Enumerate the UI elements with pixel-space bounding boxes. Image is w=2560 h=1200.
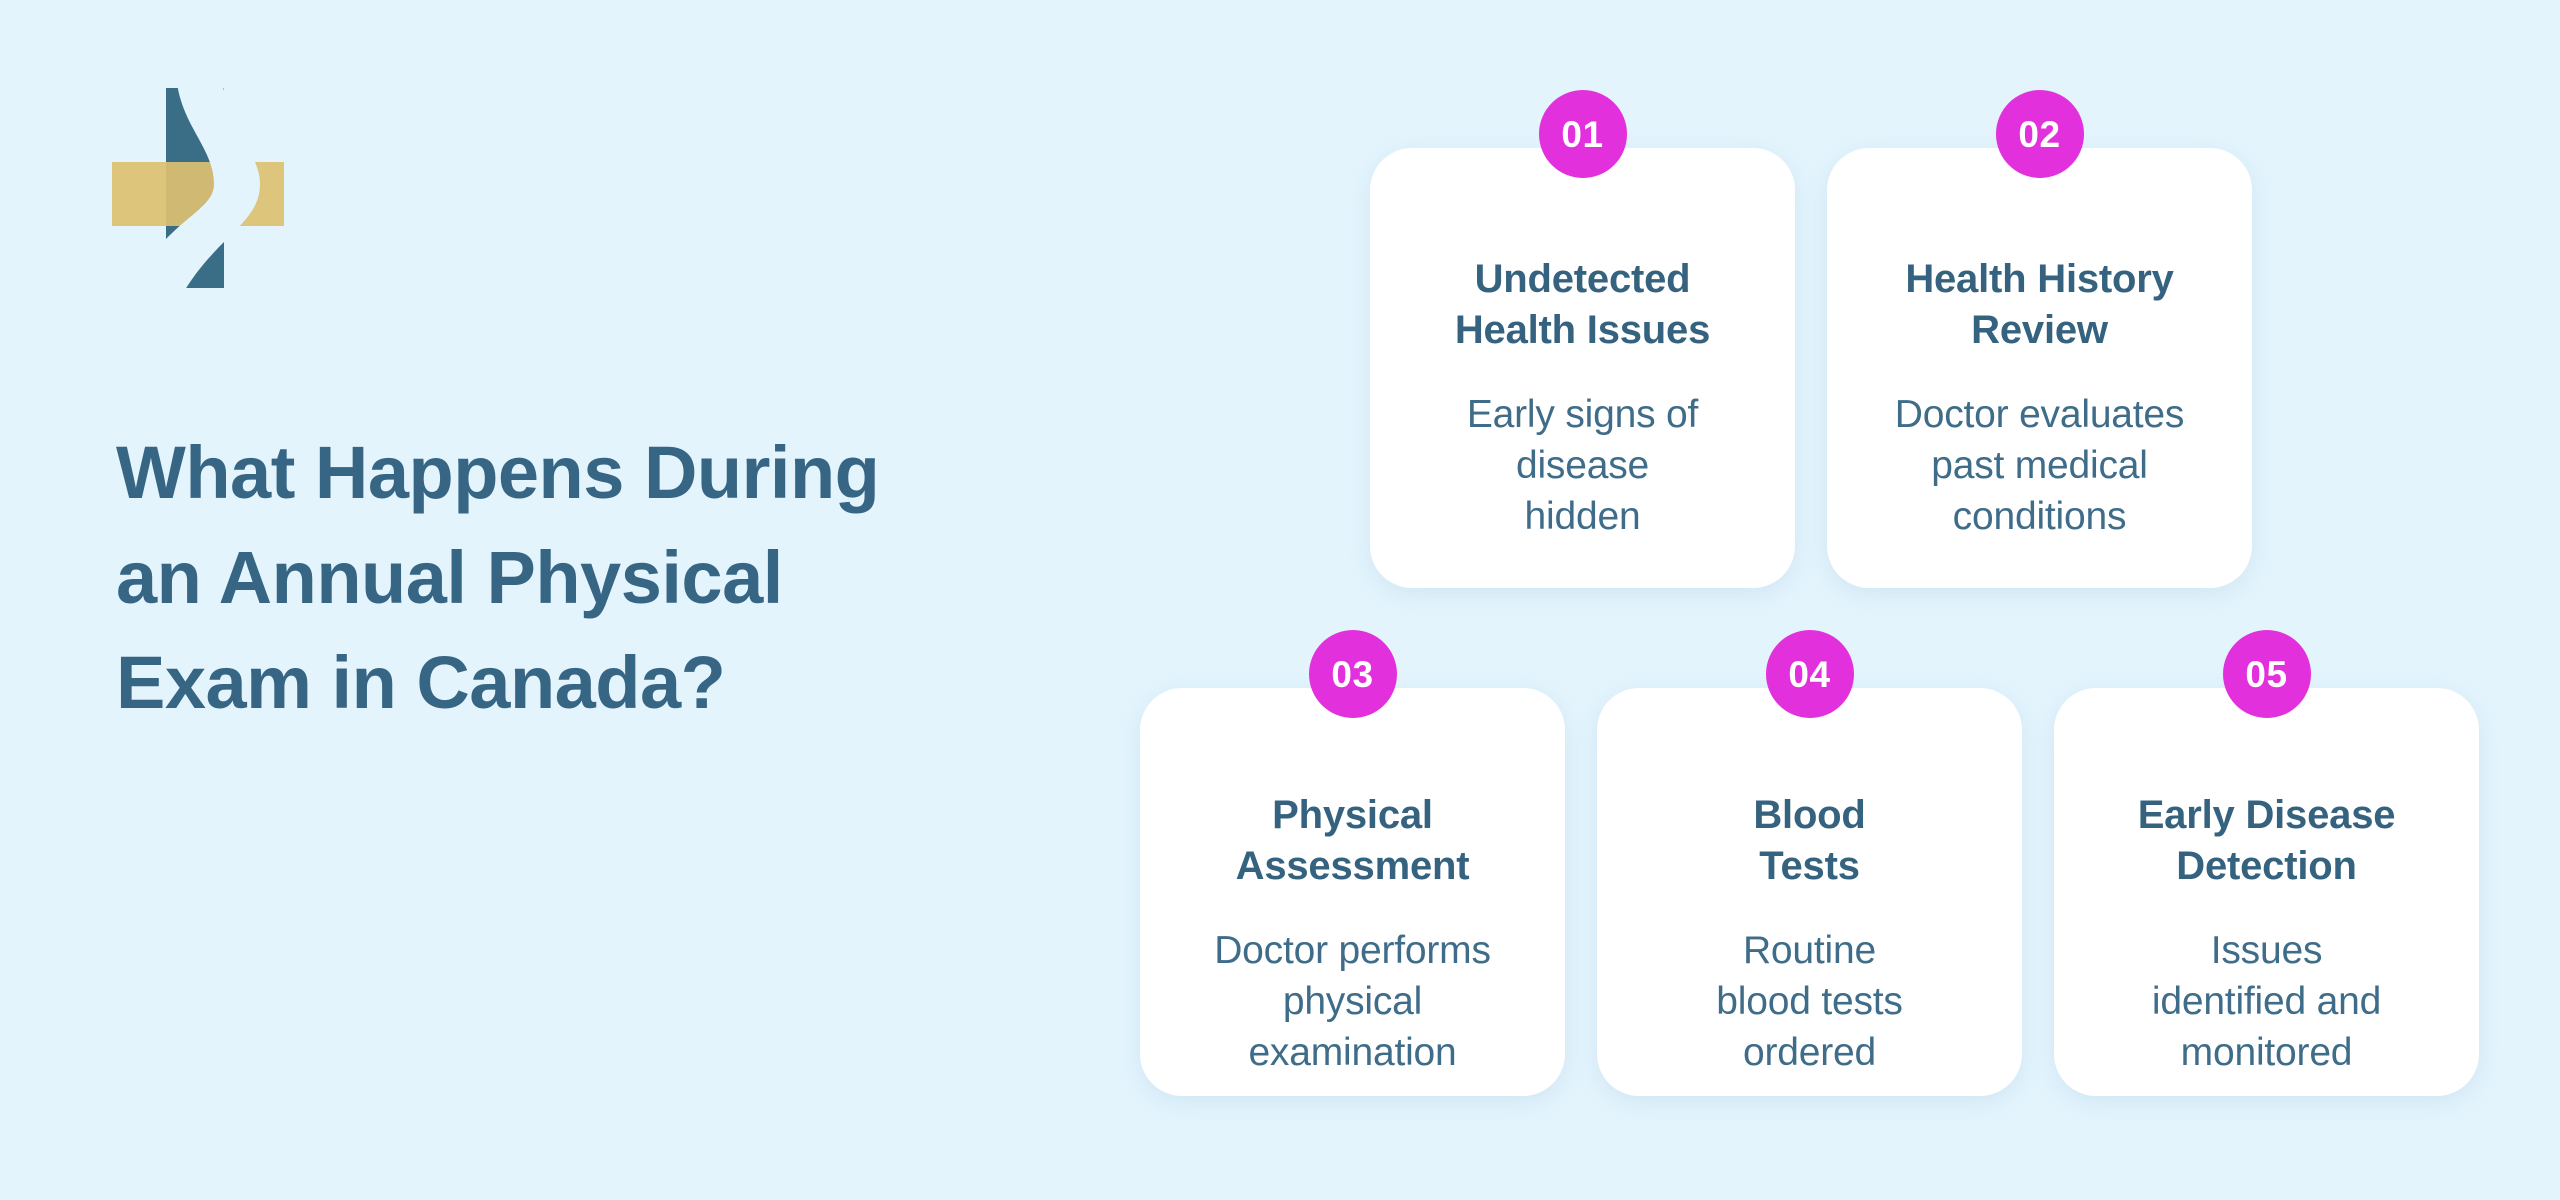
- steps-row-top: 01 Undetected Health Issues Early signs …: [1370, 90, 2252, 588]
- step-desc-line: Routine: [1742, 929, 1876, 973]
- step-desc-line: monitored: [2180, 1030, 2353, 1074]
- step-card-05[interactable]: 05 Early Disease Detection Issues identi…: [2054, 630, 2479, 1096]
- step-title-line: Health History: [1905, 257, 2174, 301]
- step-card-02[interactable]: 02 Health History Review Doctor evaluate…: [1827, 90, 2252, 588]
- step-card-04[interactable]: 04 Blood Tests Routine blood tests order…: [1597, 630, 2022, 1096]
- step-title-04: Blood Tests: [1753, 790, 1866, 892]
- step-badge-02: 02: [1995, 90, 2084, 178]
- step-desc-01: Early signs of disease hidden: [1467, 390, 1698, 542]
- step-desc-line: Issues: [2210, 929, 2323, 973]
- step-title-05: Early Disease Detection: [2138, 790, 2396, 892]
- step-title-line: Health Issues: [1454, 308, 1711, 353]
- medical-cross-swoosh-icon: [112, 88, 284, 288]
- step-desc-line: Early signs of: [1466, 393, 1699, 437]
- step-desc-line: hidden: [1524, 494, 1641, 538]
- step-desc-03: Doctor performs physical examination: [1214, 926, 1491, 1078]
- step-desc-02: Doctor evaluates past medical conditions: [1894, 390, 2185, 542]
- step-title-line: Tests: [1759, 844, 1860, 889]
- step-title-line: Physical: [1272, 793, 1433, 837]
- step-title-02: Health History Review: [1905, 254, 2174, 356]
- brand-logo: [112, 88, 342, 298]
- left-column: What Happens During an Annual Physical E…: [0, 0, 1100, 1200]
- step-desc-line: physical: [1282, 980, 1423, 1024]
- step-desc-line: examination: [1248, 1030, 1457, 1074]
- step-desc-line: Doctor performs: [1214, 929, 1491, 973]
- step-title-01: Undetected Health Issues: [1455, 254, 1710, 356]
- step-desc-line: blood tests: [1716, 980, 1903, 1024]
- step-title-line: Assessment: [1235, 844, 1470, 889]
- step-desc-04: Routine blood tests ordered: [1716, 926, 1903, 1078]
- step-badge-04: 04: [1765, 630, 1854, 718]
- step-desc-05: Issues identified and monitored: [2152, 926, 2381, 1078]
- page-title: What Happens During an Annual Physical E…: [116, 420, 996, 735]
- step-desc-line: Doctor evaluates: [1894, 393, 2185, 437]
- page-title-line-1: What Happens During: [116, 431, 880, 514]
- step-desc-line: disease: [1515, 444, 1649, 488]
- page-title-line-3: Exam in Canada?: [116, 641, 726, 725]
- step-title-line: Early Disease: [2137, 793, 2396, 837]
- step-badge-01: 01: [1538, 90, 1627, 178]
- step-badge-03: 03: [1308, 630, 1397, 718]
- steps-row-bottom: 03 Physical Assessment Doctor performs p…: [1140, 630, 2479, 1096]
- page-title-line-2: an Annual Physical: [116, 536, 783, 620]
- step-card-03[interactable]: 03 Physical Assessment Doctor performs p…: [1140, 630, 1565, 1096]
- step-desc-line: ordered: [1742, 1030, 1876, 1074]
- step-title-line: Detection: [2176, 844, 2357, 889]
- step-title-line: Review: [1971, 308, 2108, 353]
- step-desc-line: conditions: [1952, 494, 2127, 538]
- step-badge-05: 05: [2222, 630, 2311, 718]
- step-desc-line: past medical: [1931, 444, 2148, 488]
- step-card-01[interactable]: 01 Undetected Health Issues Early signs …: [1370, 90, 1795, 588]
- step-title-line: Undetected: [1474, 257, 1691, 301]
- steps-area: 01 Undetected Health Issues Early signs …: [1100, 0, 2560, 1200]
- step-title-line: Blood: [1753, 793, 1866, 837]
- step-title-03: Physical Assessment: [1236, 790, 1470, 892]
- step-desc-line: identified and: [2151, 980, 2382, 1024]
